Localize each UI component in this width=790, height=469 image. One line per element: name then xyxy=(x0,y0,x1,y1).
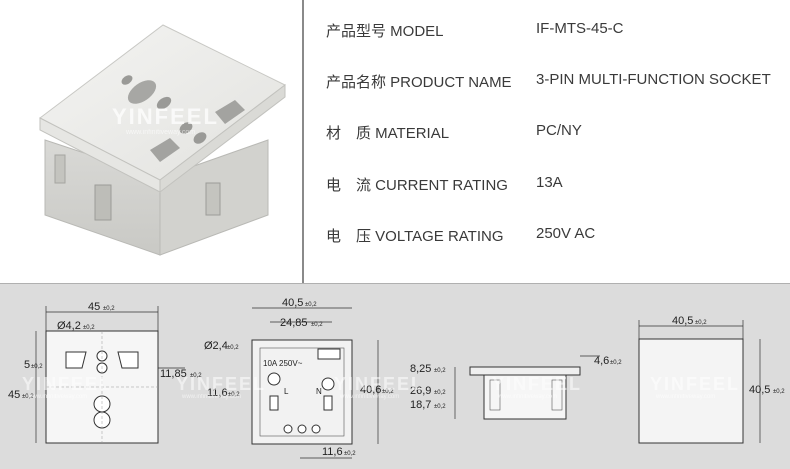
side-mid-dim: 26,9 xyxy=(410,385,431,397)
watermark-5: YINFEEL xyxy=(650,374,740,394)
photo-watermark-site: www.infinitiveway.com xyxy=(125,129,195,136)
back-width-dim: 40,5 xyxy=(282,297,303,309)
back-bottom-gap-dim: 11,6 xyxy=(322,446,343,458)
watermark-site-1: www.infinitiveway.com xyxy=(27,394,87,400)
technical-drawings: 45 ±0,2 Ø4,2 ±0,2 45 ±0,2 5 ±0,2 11,85 ±… xyxy=(0,283,790,469)
watermark-site-3: www.infinitiveway.com xyxy=(339,394,399,400)
back-inner-dim: 24,85 xyxy=(280,317,308,329)
spec-label: 电 压 VOLTAGE RATING xyxy=(326,228,504,245)
spec-panel: YINFEEL www.infinitiveway.com 产品型号 MODEL… xyxy=(0,0,790,283)
plate-height-dim: 40,5 xyxy=(749,384,770,396)
drawings-canvas: 45 ±0,2 Ø4,2 ±0,2 45 ±0,2 5 ±0,2 11,85 ±… xyxy=(8,297,785,459)
back-left-gap-dim: 11,6 xyxy=(207,387,228,399)
back-height-dim: 40,6 xyxy=(360,384,381,396)
back-hole-tol: ±0,2 xyxy=(227,345,239,351)
photo-watermark: YINFEEL xyxy=(112,104,219,129)
back-hole-dim: Ø2,4 xyxy=(204,340,228,352)
watermark-2: YINFEEL xyxy=(176,374,266,394)
terminal-n-label: N xyxy=(316,387,322,396)
side-lip-dim: 4,6 xyxy=(594,355,609,367)
plate-width-dim: 40,5 xyxy=(672,315,693,327)
spec-row-model: 产品型号 MODEL IF-MTS-45-C xyxy=(0,20,790,44)
front-width-dim: 45 xyxy=(88,301,100,313)
side-lip-tol: ±0,2 xyxy=(610,360,622,366)
product-photo: YINFEEL www.infinitiveway.com xyxy=(39,24,286,256)
back-width-tol: ±0,2 xyxy=(305,302,317,308)
spec-row-voltage: 电 压 VOLTAGE RATING 250V AC xyxy=(0,225,790,249)
front-height-tol: ±0,2 xyxy=(22,394,34,400)
front-view: 45 ±0,2 Ø4,2 ±0,2 45 ±0,2 5 ±0,2 11,85 ±… xyxy=(8,301,202,444)
side-bottom-dim: 18,7 xyxy=(410,399,431,411)
plate-width-tol: ±0,2 xyxy=(695,320,707,326)
spec-label: 产品名称 PRODUCT NAME xyxy=(326,74,512,91)
side-bottom-tol: ±0,2 xyxy=(434,404,446,410)
spec-value: 13A xyxy=(536,174,563,191)
front-hole-tol: ±0,2 xyxy=(83,325,95,331)
spec-row-product-name: 产品名称 PRODUCT NAME 3-PIN MULTI-FUNCTION S… xyxy=(0,71,790,95)
side-top-tol: ±0,2 xyxy=(434,368,446,374)
back-inner-tol: ±0,2 xyxy=(311,322,323,328)
back-view: 40,5 ±0,2 24,85 ±0,2 Ø2,4 ±0,2 11,6 ±0,2… xyxy=(204,297,394,459)
spec-label: 材 质 MATERIAL xyxy=(326,125,450,142)
back-bottom-gap-tol: ±0,2 xyxy=(344,451,356,457)
back-rating-text: 10A 250V~ xyxy=(263,359,303,368)
front-gap-dim: 5 xyxy=(24,359,30,371)
spec-value: 250V AC xyxy=(536,225,596,242)
side-mid-tol: ±0,2 xyxy=(434,390,446,396)
spec-label: 电 流 CURRENT RATING xyxy=(326,177,508,194)
plate-height-tol: ±0,2 xyxy=(773,389,785,395)
terminal-l-label: L xyxy=(284,387,289,396)
front-gap-tol: ±0,2 xyxy=(31,364,43,370)
spec-value: PC/NY xyxy=(536,122,582,139)
vertical-divider xyxy=(302,0,304,283)
watermark-4: YINFEEL xyxy=(492,374,582,394)
spec-value: 3-PIN MULTI-FUNCTION SOCKET xyxy=(536,71,771,88)
front-width-tol: ±0,2 xyxy=(103,306,115,312)
plate-view: 40,5 ±0,2 40,5 ±0,2 xyxy=(638,315,785,444)
spec-row-current: 电 流 CURRENT RATING 13A xyxy=(0,174,790,198)
watermark-site-2: www.infinitiveway.com xyxy=(181,394,241,400)
watermark-site-5: www.infinitiveway.com xyxy=(655,394,715,400)
front-height-dim: 45 xyxy=(8,389,20,401)
side-view: 8,25 ±0,2 26,9 ±0,2 18,7 ±0,2 4,6 ±0,2 xyxy=(410,355,622,420)
watermark-site-4: www.infinitiveway.com xyxy=(497,394,557,400)
spec-label: 产品型号 MODEL xyxy=(326,23,444,40)
front-offset-tol: ±0,2 xyxy=(190,373,202,379)
watermark-1: YINFEEL xyxy=(22,374,112,394)
front-hole-dim: Ø4,2 xyxy=(57,320,81,332)
spec-row-material: 材 质 MATERIAL PC/NY xyxy=(0,122,790,146)
side-top-dim: 8,25 xyxy=(410,363,431,375)
back-height-tol: ±0,2 xyxy=(382,389,394,395)
front-offset-dim: 11,85 xyxy=(160,368,187,380)
spec-value: IF-MTS-45-C xyxy=(536,20,624,37)
watermark-3: YINFEEL xyxy=(334,374,424,394)
back-left-gap-tol: ±0,2 xyxy=(228,392,240,398)
